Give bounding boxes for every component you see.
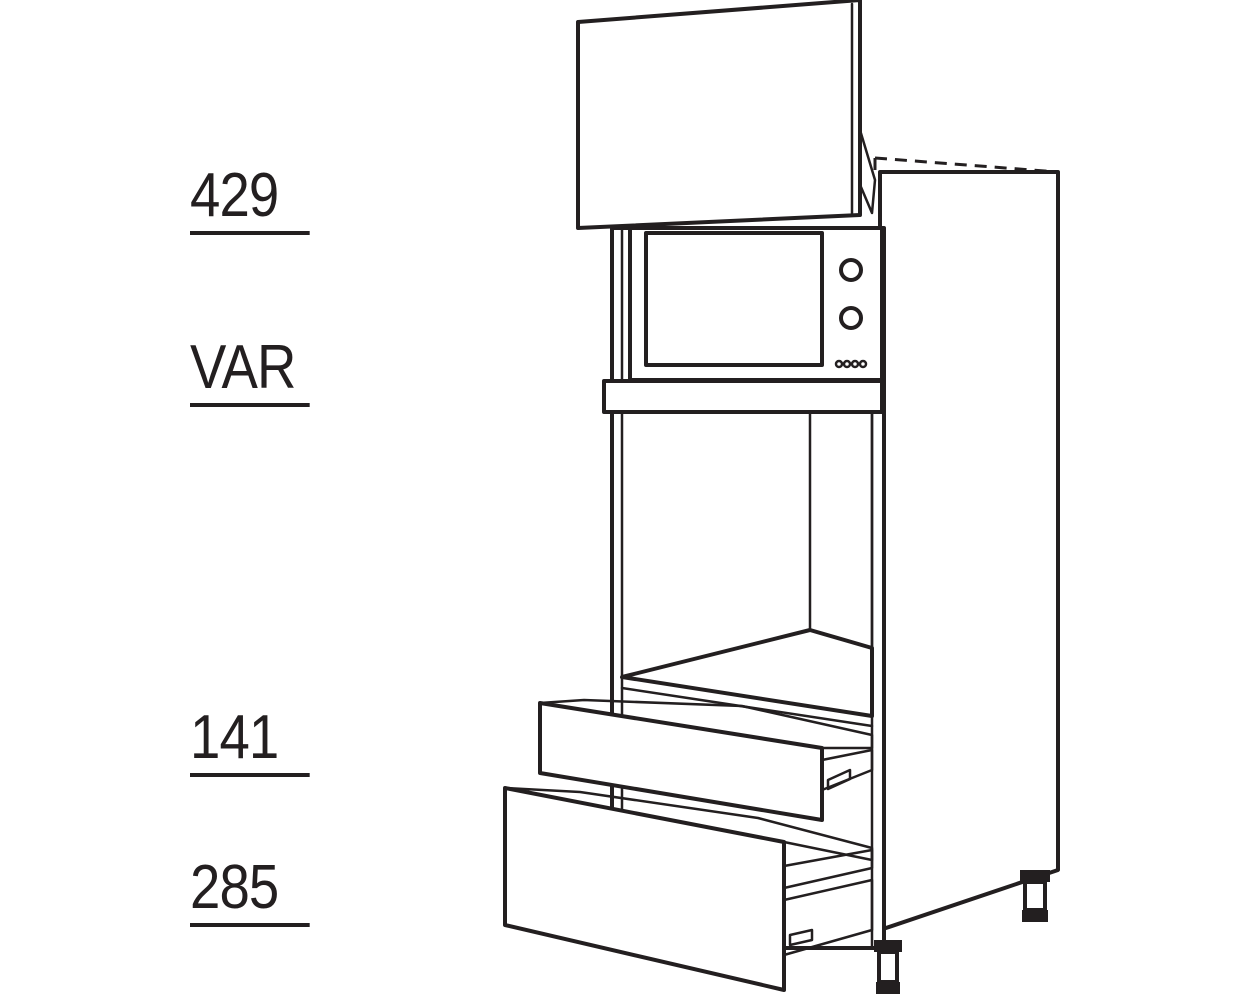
upper-drawer-box [538, 698, 874, 750]
leg-front-left [874, 940, 902, 994]
microwave-window [644, 231, 824, 367]
leg-back-right [1020, 870, 1050, 922]
lower-drawer-runner [782, 848, 874, 957]
dimension-label-top-flap: 429 [190, 165, 310, 235]
dimension-label-appliance-niche: VAR [190, 337, 310, 407]
microwave-buttons [834, 359, 868, 369]
appliance-shelf [602, 379, 884, 414]
upper-drawer-handle-slot [826, 768, 852, 791]
microwave-knob-bottom [839, 306, 863, 330]
lower-drawer-handle-slot [788, 928, 814, 947]
dimension-label-lower-drawer: 285 [190, 857, 310, 927]
dimension-label-upper-drawer: 141 [190, 707, 310, 777]
cabinet-shelf [620, 628, 874, 718]
cabinet-top-dashed-outline [873, 156, 1060, 185]
cabinet-side-panel [878, 170, 1060, 932]
top-flap-door [576, 0, 862, 230]
microwave-knob-top [839, 258, 863, 282]
